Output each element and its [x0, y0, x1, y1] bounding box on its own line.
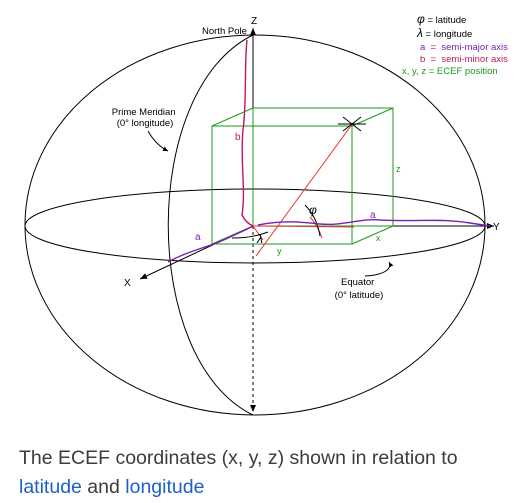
prime-meridian-curve	[167, 34, 254, 416]
caption-text: The ECEF coordinates (x, y, z) shown in …	[19, 447, 458, 469]
legend-semi-major: a = semi-major axis	[420, 42, 508, 53]
latitude-link[interactable]: latitude	[19, 476, 82, 498]
latitude-phi-label: φ	[309, 203, 317, 217]
legend-ecef: x, y, z = ECEF position	[402, 66, 498, 77]
ecef-z-label: z	[396, 164, 401, 174]
longitude-arc	[231, 231, 269, 239]
ecef-x-label: x	[376, 233, 381, 243]
north-pole-label: North Pole	[202, 26, 247, 37]
latitude-arc	[304, 204, 321, 237]
ecef-box	[211, 107, 394, 245]
prime-meridian-label: Prime Meridian (0° longitude)	[112, 107, 179, 129]
figure-caption: The ECEF coordinates (x, y, z) shown in …	[19, 444, 519, 502]
prime-meridian-leader	[147, 130, 169, 152]
legend-latitude: φ = latitude	[417, 12, 466, 26]
legend-semi-minor: b = semi-minor axis	[420, 54, 508, 65]
semi-major-a-label-x: a	[195, 232, 201, 243]
longitude-link[interactable]: longitude	[125, 476, 205, 498]
semi-major-axis-y	[257, 218, 491, 227]
ecef-position-marker	[338, 116, 366, 132]
semi-major-a-label-y: a	[370, 210, 376, 221]
longitude-lambda-label: λ	[256, 232, 263, 246]
ellipsoid-outline	[24, 34, 486, 416]
legend: φ = latitude λ = longitude a = semi-majo…	[402, 12, 508, 77]
semi-major-axis-x	[167, 225, 254, 263]
equator-leader	[364, 261, 394, 277]
semi-minor-axis	[241, 39, 254, 227]
ecef-y-label: y	[277, 246, 282, 256]
latlon-lines	[252, 122, 355, 257]
y-axis-label: Y	[493, 222, 500, 233]
equator-label: Equator (0° latitude)	[335, 277, 384, 301]
x-axis-label: X	[124, 278, 131, 289]
z-axis-label: Z	[251, 16, 257, 27]
semi-minor-b-label: b	[235, 132, 241, 143]
ecef-diagram: Z Y X North Pole Prime Meridian (0° long…	[24, 12, 508, 416]
legend-longitude: λ = longitude	[416, 26, 472, 40]
caption-conjunction: and	[81, 476, 126, 498]
